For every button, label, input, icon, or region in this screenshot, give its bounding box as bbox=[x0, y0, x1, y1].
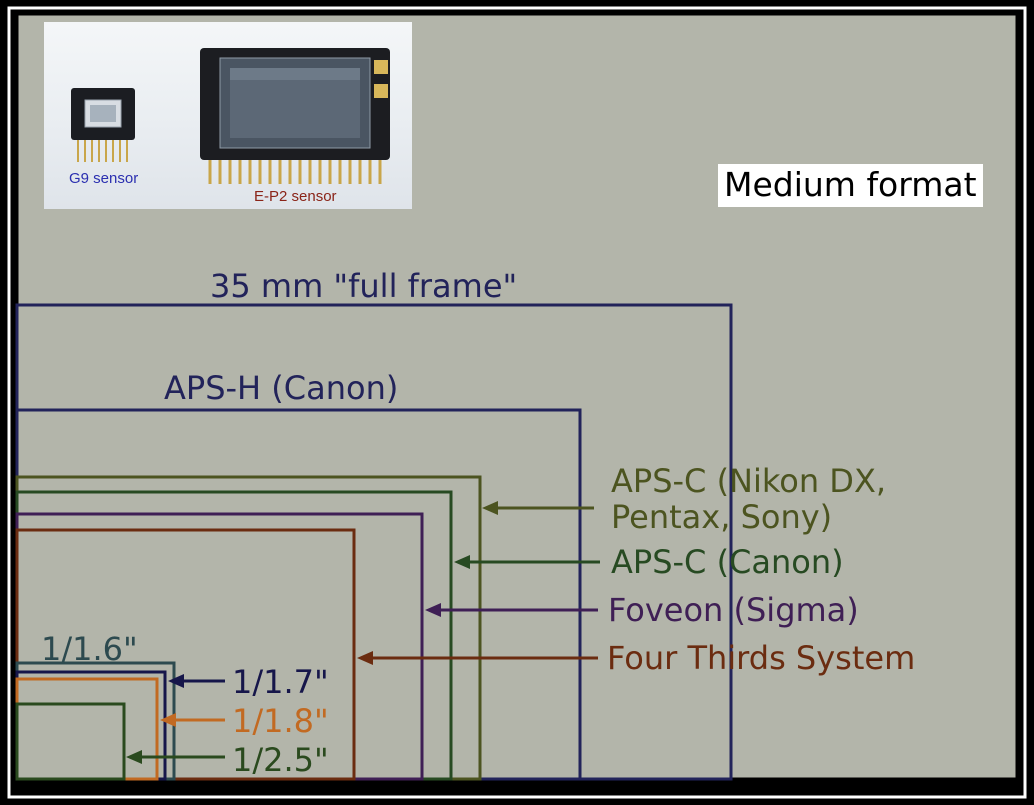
inner-white-rule bbox=[7, 6, 1027, 799]
sensor-photo: G9 sensor E-P2 sensor bbox=[44, 22, 412, 209]
sensor-1-1.6-label: 1/1.6" bbox=[41, 630, 138, 668]
arrow-four-thirds bbox=[357, 651, 598, 665]
sensor-1-1.7-label: 1/1.7" bbox=[232, 663, 329, 701]
apsc-nikon-label-line1: APS-C (Nikon DX, bbox=[611, 462, 886, 500]
arrow-apsc-nikon bbox=[482, 501, 594, 515]
four-thirds-rect bbox=[15, 528, 356, 781]
sensor-photo-drawing bbox=[71, 48, 390, 184]
apsc-nikon-label-line2: Pentax, Sony) bbox=[611, 498, 832, 536]
ep2-caption: E-P2 sensor bbox=[254, 188, 337, 205]
sensor-1-2.5-label: 1/2.5" bbox=[232, 741, 329, 779]
ep2-sensor-chip bbox=[200, 48, 390, 184]
four-thirds-label: Four Thirds System bbox=[607, 639, 915, 677]
foveon-label: Foveon (Sigma) bbox=[608, 591, 859, 629]
arrow-foveon bbox=[425, 603, 598, 617]
arrow-1-1.7 bbox=[168, 674, 225, 688]
sensor-1-2.5-rect bbox=[15, 702, 126, 781]
arrow-1-2.5 bbox=[126, 750, 225, 764]
g9-sensor-chip bbox=[71, 88, 135, 162]
aps-h-label: APS-H (Canon) bbox=[164, 369, 398, 407]
g9-caption: G9 sensor bbox=[69, 170, 139, 187]
full-frame-label: 35 mm "full frame" bbox=[210, 267, 517, 305]
arrow-apsc-canon bbox=[454, 555, 600, 569]
sensor-1-1.8-label: 1/1.8" bbox=[232, 702, 329, 740]
medium-format-label: Medium format bbox=[718, 164, 983, 207]
apsc-canon-label: APS-C (Canon) bbox=[611, 543, 844, 581]
arrow-1-1.8 bbox=[160, 713, 225, 727]
